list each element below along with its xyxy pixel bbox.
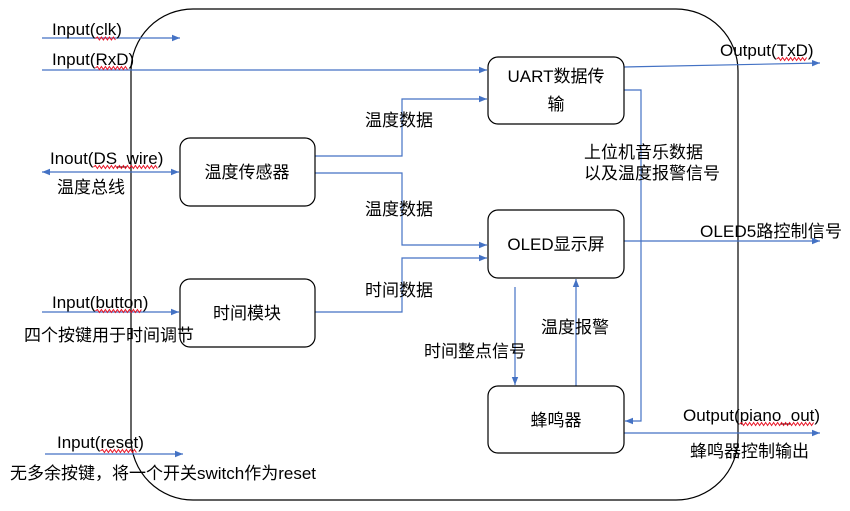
temp-sensor-module-label: 温度传感器 — [205, 163, 290, 182]
temp-sensor-module: 温度传感器 — [179, 137, 316, 207]
oled-module: OLED显示屏 — [487, 209, 625, 279]
system-boundary — [130, 8, 739, 501]
spellcheck-underline — [95, 36, 116, 41]
temp-to-oled-arrow — [315, 172, 487, 249]
txd-output-arrow — [623, 59, 821, 68]
buzzer-to-oled-label: 温度报警 — [541, 318, 609, 337]
time-module: 时间模块 — [179, 278, 316, 348]
spellcheck-underline — [776, 56, 808, 62]
piano-output-label: Output(piano_out) — [683, 406, 820, 425]
temp-to-oled-label: 温度数据 — [365, 200, 433, 219]
ds-wire-note: 温度总线 — [57, 178, 125, 197]
spellcheck-underline — [95, 65, 128, 71]
temp-to-uart-arrow — [315, 95, 487, 157]
spellcheck-underline — [100, 448, 137, 454]
uart-to-buzzer-arrow — [624, 89, 642, 425]
piano-output-note: 蜂鸣器控制输出 — [690, 442, 809, 461]
spellcheck-underline — [93, 164, 158, 170]
signal-labels: 温度数据 温度数据 时间数据 上位机音乐数据 以及温度报警信号 温度报警 时间整… — [365, 111, 720, 361]
connections — [42, 34, 821, 458]
io-labels: Input(clk) Input(RxD) Output(TxD) Inout(… — [10, 20, 842, 483]
buzzer-module-label: 蜂鸣器 — [531, 411, 582, 430]
uart-to-buzzer-label-line2: 以及温度报警信号 — [584, 164, 720, 183]
button-input-note: 四个按键用于时间调节 — [24, 326, 194, 345]
oled-output-label: OLED5路控制信号 — [700, 222, 842, 241]
time-to-oled-arrow — [315, 254, 487, 313]
buzzer-module: 蜂鸣器 — [487, 385, 625, 454]
time-module-box — [179, 278, 316, 348]
ds-wire-label: Inout(DS_wire) — [50, 149, 163, 168]
oled-module-box — [487, 209, 625, 279]
temp-to-uart-label: 温度数据 — [365, 111, 433, 130]
spellcheck-underlines — [93, 36, 815, 454]
oled-to-buzzer-label: 时间整点信号 — [424, 342, 526, 361]
reset-input-note: 无多余按键，将一个开关switch作为reset — [10, 464, 316, 483]
reset-input-label: Input(reset) — [57, 433, 144, 452]
txd-output-label: Output(TxD) — [720, 41, 814, 60]
uart-module-label-line2: 输 — [548, 95, 565, 114]
time-to-oled-label: 时间数据 — [365, 281, 433, 300]
spellcheck-underline — [739, 421, 815, 427]
oled-module-label: OLED显示屏 — [507, 235, 604, 254]
button-input-label: Input(button) — [52, 293, 148, 312]
buzzer-module-box — [487, 385, 625, 454]
clk-input-label: Input(clk) — [52, 20, 122, 39]
uart-module-box — [487, 56, 625, 125]
time-module-label: 时间模块 — [213, 304, 281, 323]
spellcheck-underline — [95, 308, 142, 314]
uart-to-buzzer-label-line1: 上位机音乐数据 — [584, 143, 703, 162]
temp-sensor-module-box — [179, 137, 316, 207]
uart-module-label-line1: UART数据传 — [508, 67, 605, 86]
uart-module: UART数据传 输 — [487, 56, 625, 125]
rxd-input-label: Input(RxD) — [52, 50, 134, 69]
